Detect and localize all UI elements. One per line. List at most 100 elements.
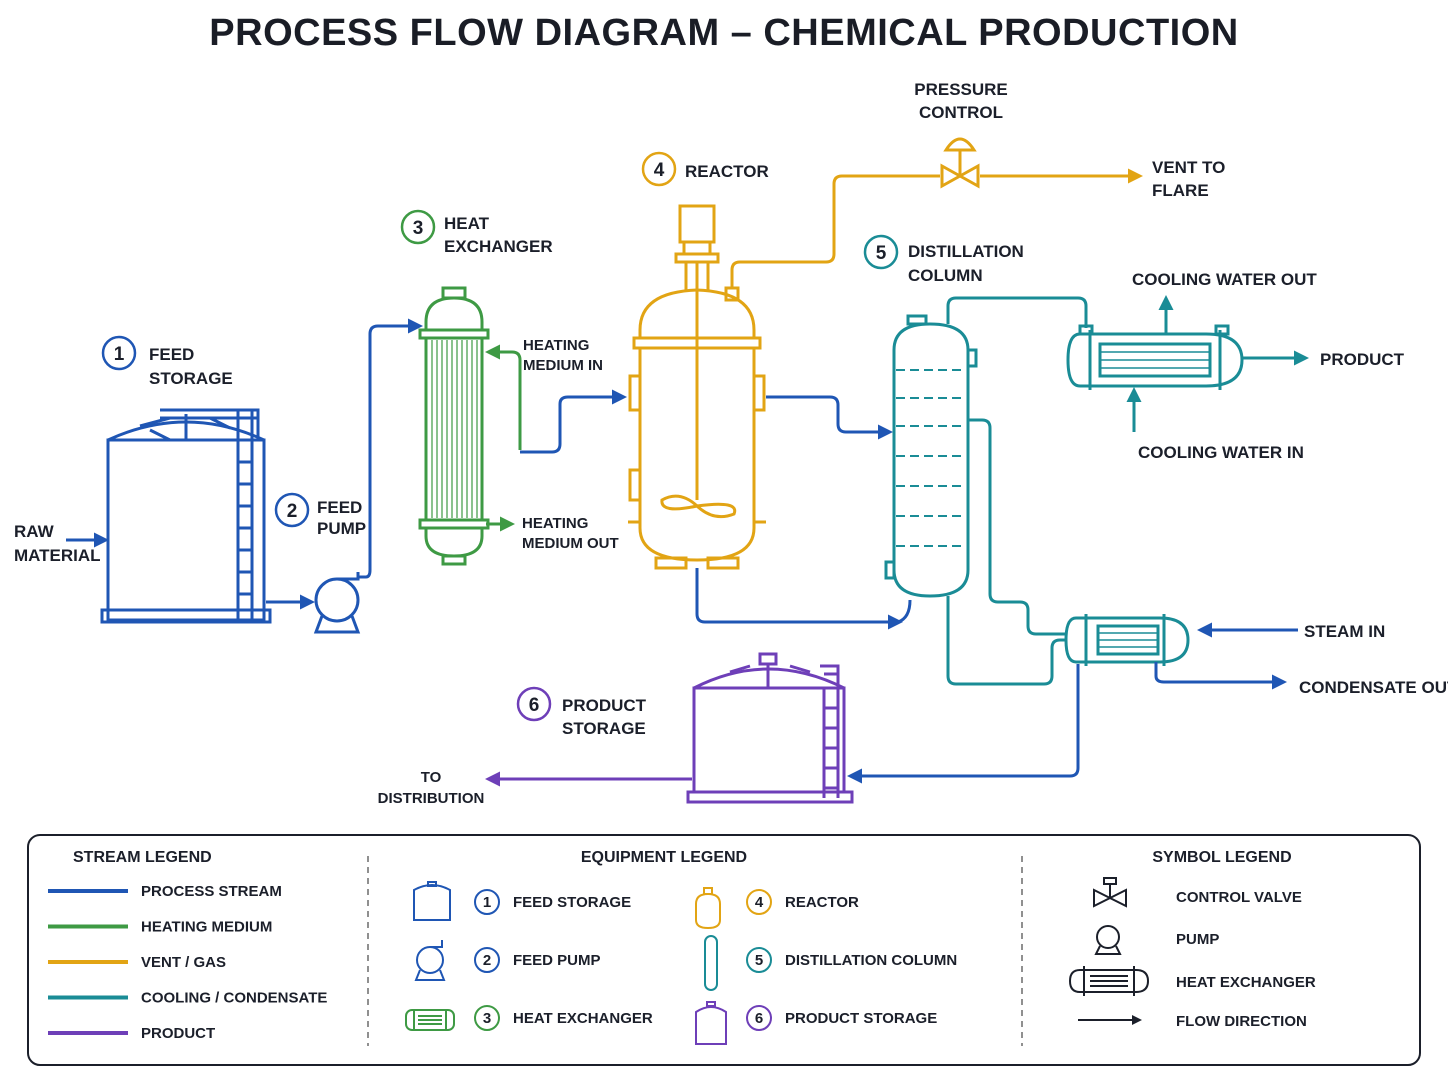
feed-pump-label: 2 FEED PUMP	[274, 492, 366, 538]
tank-icon	[413, 881, 451, 921]
symbol-legend-label: HEAT EXCHANGER	[1176, 974, 1316, 991]
svg-text:PRODUCT: PRODUCT	[562, 696, 647, 715]
reboiler-return-stream	[946, 596, 1066, 686]
stream-legend-label: PRODUCT	[141, 1025, 215, 1042]
control-valve-icon	[940, 137, 980, 189]
distillation-column-label: 5 DISTILLATION COLUMN	[863, 234, 1024, 285]
svg-text:REACTOR: REACTOR	[685, 162, 769, 181]
equipment-legend-number: 5	[755, 952, 763, 969]
symbol-legend-label: CONTROL VALVE	[1176, 889, 1302, 906]
svg-text:DISTILLATION: DISTILLATION	[908, 242, 1024, 261]
svg-text:PUMP: PUMP	[317, 519, 366, 538]
column-feed-stub	[897, 599, 912, 624]
svg-text:HEATING: HEATING	[523, 337, 589, 354]
vent-to-flare-label: VENT TO FLARE	[1152, 158, 1225, 200]
reactor-icon	[695, 887, 721, 930]
equipment-legend-label: REACTOR	[785, 894, 859, 911]
svg-text:2: 2	[287, 501, 298, 522]
product-storage-tank	[686, 652, 854, 804]
svg-text:HEAT: HEAT	[444, 214, 490, 233]
equipment-legend-number: 6	[755, 1010, 763, 1027]
condensate-out-arrow	[1154, 662, 1287, 690]
heating-medium-out: HEATING MEDIUM OUT	[486, 515, 619, 552]
equipment-legend-number-badge	[474, 889, 500, 915]
pump-legend-icon	[1094, 925, 1122, 955]
raw-material-inlet: RAW MATERIAL	[14, 522, 109, 565]
symbol-legend-label: FLOW DIRECTION	[1176, 1013, 1307, 1030]
heat-exchanger-legend-icon	[1068, 966, 1150, 996]
svg-text:MATERIAL: MATERIAL	[14, 546, 101, 565]
product-storage-label: 6 PRODUCT STORAGE	[516, 686, 647, 738]
svg-text:EQUIPMENT LEGEND: EQUIPMENT LEGEND	[581, 849, 747, 866]
symbol-legend-label: PUMP	[1176, 931, 1219, 948]
feed-storage-label: 1 FEED STORAGE	[101, 335, 233, 388]
equipment-legend-label: HEAT EXCHANGER	[513, 1010, 653, 1027]
stream-legend: STREAM LEGEND PROCESS STREAM HEATING MEDI…	[48, 849, 327, 1042]
exchanger-icon	[405, 1009, 455, 1031]
column-overhead-stream	[946, 296, 1088, 328]
reactor	[628, 204, 766, 570]
stream-legend-label: VENT / GAS	[141, 954, 226, 971]
svg-text:TO: TO	[421, 769, 442, 786]
legend-panel	[27, 834, 1421, 1066]
svg-text:FLARE: FLARE	[1152, 181, 1209, 200]
equipment-legend-label: PRODUCT STORAGE	[785, 1010, 937, 1027]
reactor-label: 4 REACTOR	[641, 151, 769, 187]
page-title: PROCESS FLOW DIAGRAM – CHEMICAL PRODUCTI…	[209, 12, 1239, 54]
equipment-legend-number-badge	[746, 947, 772, 973]
storage-icon	[695, 1001, 727, 1045]
equipment-legend-number-badge	[474, 1005, 500, 1031]
reactor-bottom-stream	[695, 568, 903, 630]
svg-text:6: 6	[529, 695, 540, 716]
stream-legend-label: COOLING / CONDENSATE	[141, 990, 327, 1007]
reboiler	[1064, 614, 1190, 666]
column-icon	[704, 935, 718, 991]
equipment-legend-number: 2	[483, 952, 491, 969]
feed-pump	[313, 572, 361, 634]
equipment-legend-label: FEED PUMP	[513, 952, 601, 969]
stream-legend-label: PROCESS STREAM	[141, 883, 282, 900]
svg-text:FEED: FEED	[149, 345, 194, 364]
cooling-water-out-label: COOLING WATER OUT	[1132, 270, 1317, 289]
svg-text:CONTROL: CONTROL	[919, 103, 1003, 122]
svg-text:SYMBOL LEGEND: SYMBOL LEGEND	[1152, 849, 1291, 866]
svg-text:VENT TO: VENT TO	[1152, 158, 1225, 177]
cooling-water-in-label: COOLING WATER IN	[1138, 443, 1304, 462]
reboiler-to-product-stream	[847, 664, 1080, 784]
control-valve-legend-icon	[1093, 877, 1127, 908]
condensate-out-label: CONDENSATE OUT	[1299, 678, 1448, 697]
equipment-legend-label: DISTILLATION COLUMN	[785, 952, 957, 969]
equipment-legend-label: FEED STORAGE	[513, 894, 631, 911]
equipment-legend: EQUIPMENT LEGEND 1 FEED STORAGE 2 FEED PUMP…	[405, 849, 957, 1045]
svg-text:COLUMN: COLUMN	[908, 266, 983, 285]
svg-text:DISTRIBUTION: DISTRIBUTION	[378, 790, 485, 807]
svg-text:MEDIUM IN: MEDIUM IN	[523, 357, 603, 374]
stream-legend-label: HEATING MEDIUM	[141, 919, 272, 936]
heat-exchanger-label: 3 HEAT EXCHANGER	[400, 209, 553, 256]
svg-text:STORAGE: STORAGE	[562, 719, 646, 738]
svg-text:STREAM LEGEND: STREAM LEGEND	[73, 849, 212, 866]
exchanger-to-reactor-stream	[520, 389, 627, 454]
equipment-legend-number-badge	[746, 889, 772, 915]
equipment-legend-number-badge	[746, 1005, 772, 1031]
equipment-legend-number: 3	[483, 1010, 491, 1027]
svg-text:4: 4	[654, 160, 665, 181]
equipment-legend-number: 1	[483, 894, 491, 911]
pump-to-exchanger-stream	[358, 318, 423, 579]
symbol-legend: SYMBOL LEGEND CONTROL VALVE PUMP HEAT EXCH…	[1068, 849, 1316, 1030]
reactor-vent-stream	[730, 176, 1140, 288]
equipment-legend-number-badge	[474, 947, 500, 973]
svg-text:MEDIUM OUT: MEDIUM OUT	[522, 535, 619, 552]
distillation-column	[884, 314, 978, 598]
svg-text:STORAGE: STORAGE	[149, 369, 233, 388]
heat-exchanger	[418, 286, 490, 566]
reactor-to-column-stream	[766, 395, 893, 440]
svg-text:5: 5	[876, 243, 887, 264]
svg-text:PRESSURE: PRESSURE	[914, 80, 1008, 99]
svg-text:EXCHANGER: EXCHANGER	[444, 237, 553, 256]
feed-storage-tank	[100, 408, 272, 624]
column-to-reboiler-stream	[968, 418, 1066, 636]
svg-text:3: 3	[413, 218, 424, 239]
svg-text:1: 1	[114, 344, 125, 365]
